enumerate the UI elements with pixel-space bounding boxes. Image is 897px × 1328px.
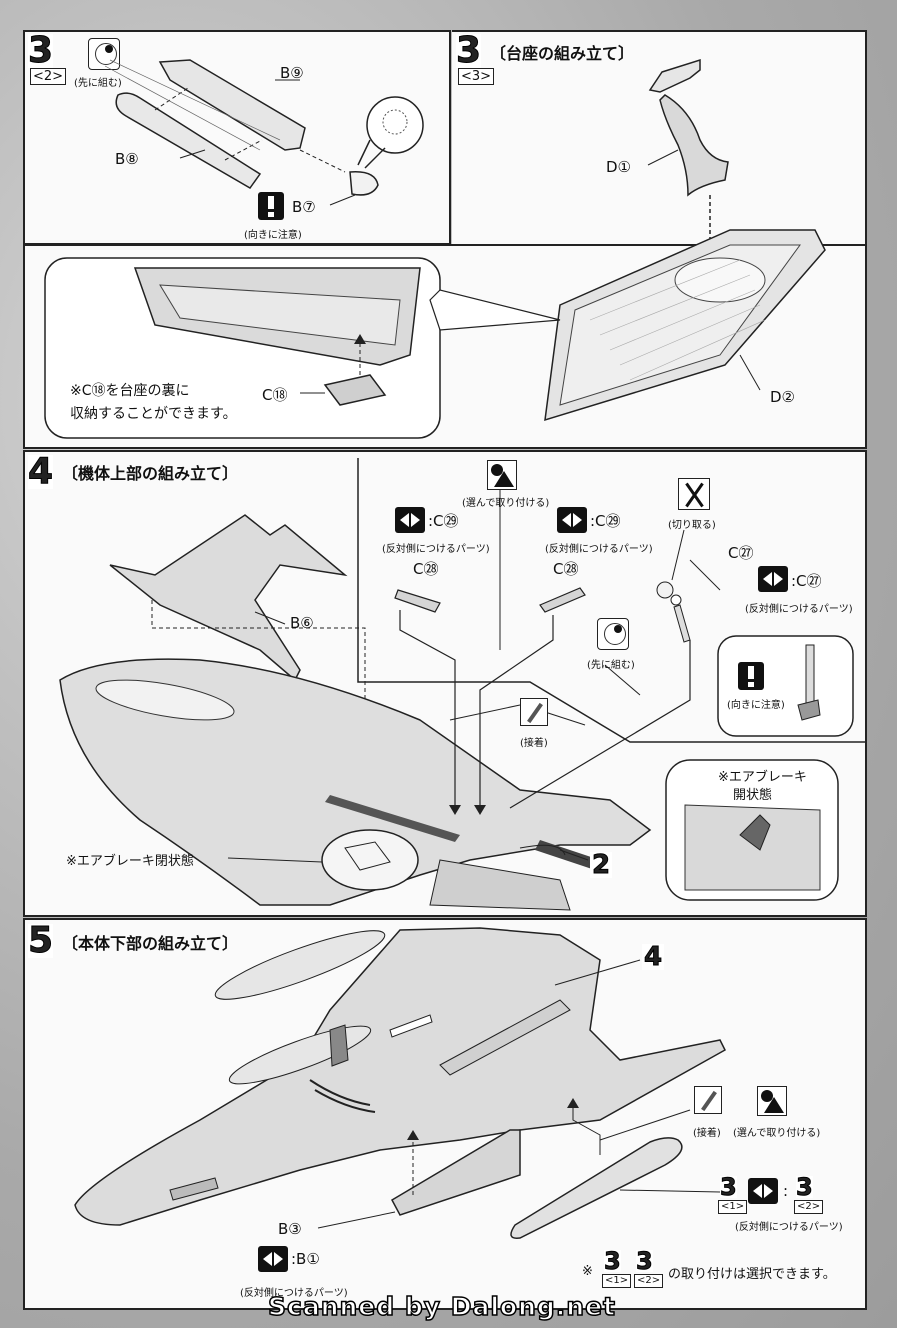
airbrake-closed-label: ※エアブレーキ閉状態 [66,854,194,869]
optional-step-3-b-sub: <2> [634,1274,664,1288]
storage-note-line1: ※C⑱を台座の裏に [70,383,190,399]
part-b9-label: B⑨ [280,64,304,82]
colon: : [783,1182,789,1200]
step4-title: 〔機体上部の組み立て〕 [62,464,239,483]
ref-step-4: 4 [642,942,665,972]
pre-assemble-icon [597,618,629,650]
opposite-side-icon [258,1246,288,1272]
part-b6-label: B⑥ [290,614,314,632]
part-d2-label: D② [770,388,795,406]
pre-assemble-label: (先に組む) [74,78,122,89]
opposite-side-icon [395,507,425,533]
part-b1-label: :B① [291,1250,320,1268]
caution-icon [258,192,284,220]
airbrake-open-label-1: ※エアブレーキ [718,770,807,785]
opposite-side-icon [748,1178,778,1204]
glue-icon [520,698,548,726]
ref-step-3-a-sub: <1> [718,1200,748,1214]
glue-label: (接着) [693,1128,721,1139]
opposite-side-icon [557,507,587,533]
opposite-part-label-c: (反対側につけるパーツ) [745,604,853,615]
part-c28-label-a: C㉘ [413,560,439,578]
ref-step-3-b-sub: <2> [794,1200,824,1214]
part-c27-opp-label: :C㉗ [791,572,822,590]
step5-number: 5 [27,920,54,961]
part-c29-label-a: :C㉙ [428,512,459,530]
optional-step-3-a: 3 [604,1247,622,1275]
opposite-side-icon [758,566,788,592]
choose-attach-icon [487,460,517,490]
part-d1-label: D① [606,158,631,176]
part-c27-label: C㉗ [728,544,754,562]
step5-title: 〔本体下部の組み立て〕 [62,934,239,953]
base-assembly-title: 〔台座の組み立て〕 [490,44,635,63]
part-b7-label: B⑦ [292,198,316,216]
part-c18-label: C⑱ [262,386,288,404]
optional-note-text: の取り付けは選択できます。 [668,1267,836,1282]
glue-label: (接着) [520,738,548,749]
part-b8-label: B⑧ [115,150,139,168]
step3-sub2-label: <2> [30,68,67,85]
pre-assemble-label: (先に組む) [587,660,635,671]
choose-attach-label: (選んで取り付ける) [462,498,550,509]
optional-step-3-a-sub: <1> [602,1274,632,1288]
opposite-part-label-a: (反対側につけるパーツ) [382,544,490,555]
part-b3-label: B③ [278,1220,302,1238]
choose-attach-icon [757,1086,787,1116]
caution-icon [738,662,764,690]
ref-step-3-b: 3 [796,1173,814,1201]
opposite-part-label-b: (反対側につけるパーツ) [545,544,653,555]
step3-sub3-label: <3> [458,68,495,85]
step4-number: 4 [27,451,54,492]
part-c28-label-b: C㉘ [553,560,579,578]
step3-sub3-panel [452,30,867,245]
cut-label: (切り取る) [668,520,716,531]
step3-number: 3 [27,30,54,71]
optional-note-prefix: ※ [582,1264,593,1279]
choose-attach-label: (選んで取り付ける) [733,1128,821,1139]
ref-step-2: 2 [590,850,613,880]
cut-icon [678,478,710,510]
opposite-part-label: (反対側につけるパーツ) [735,1222,843,1233]
scan-credit: Scanned by Dalong.net [267,1291,617,1322]
optional-step-3-b: 3 [636,1247,654,1275]
part-c29-label-b: :C㉙ [590,512,621,530]
glue-icon [694,1086,722,1114]
ref-step-3-a: 3 [720,1173,738,1201]
pre-assemble-icon [88,38,120,70]
orientation-note: (向きに注意) [244,230,302,241]
orientation-note: (向きに注意) [727,700,785,711]
airbrake-open-label-2: 開状態 [733,788,773,803]
step3b-number: 3 [455,30,482,71]
opposite-part-label-b1: (反対側につけるパーツ) [240,1288,348,1299]
storage-note-line2: 収納することができます。 [70,406,237,422]
